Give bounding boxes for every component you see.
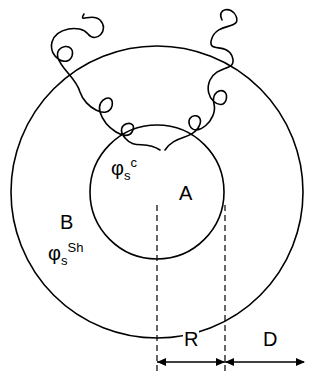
text-part: s — [61, 253, 68, 268]
circle-outline — [89, 124, 225, 260]
text-part: c — [130, 155, 137, 170]
polymer-chain — [51, 14, 160, 150]
dashed-guide — [224, 205, 225, 374]
arrowhead — [216, 358, 225, 366]
arrowhead — [296, 358, 305, 366]
volume-fraction: φsSh — [48, 241, 83, 268]
dimension-label: D — [262, 328, 278, 350]
dashed-guide — [156, 205, 157, 374]
circle-outline — [10, 45, 304, 339]
text-part: φ — [48, 242, 61, 264]
arrowhead — [225, 358, 234, 366]
shell-circle: BφsShAφsc — [10, 45, 304, 339]
text-part: φ — [111, 157, 124, 179]
arrowhead — [157, 358, 166, 366]
dimension-label: R — [183, 328, 199, 350]
text-part: s — [124, 168, 131, 183]
polymer-chain — [165, 10, 237, 150]
core-circle: Aφsc — [89, 124, 225, 260]
text-part: Sh — [67, 240, 83, 255]
region-letter: B — [60, 211, 73, 233]
volume-fraction: φsc — [111, 156, 137, 183]
region-letter: A — [179, 182, 192, 204]
